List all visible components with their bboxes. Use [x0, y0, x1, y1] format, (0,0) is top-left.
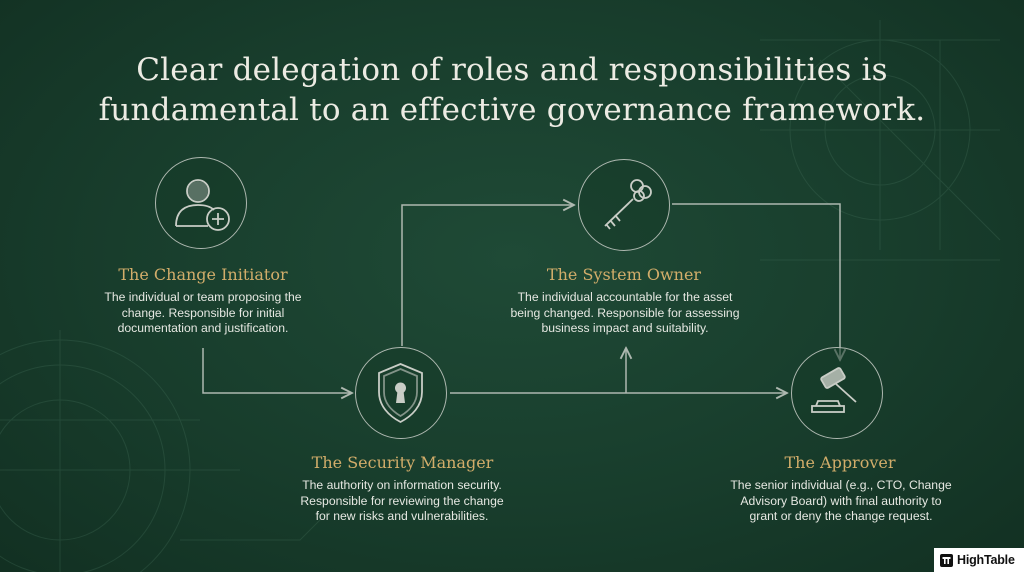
key-icon — [604, 179, 652, 230]
hightable-logo-icon — [940, 553, 953, 567]
shield-keyhole-icon — [378, 363, 423, 424]
approver-title: The Approver — [784, 453, 896, 472]
arrow-security-to-owner — [401, 205, 574, 346]
headline: Clear delegation of roles and responsibi… — [60, 50, 964, 130]
system-owner-description: The individual accountable for the asset… — [510, 290, 740, 335]
brand-badge[interactable]: HighTable — [934, 548, 1024, 572]
security-manager-title: The Security Manager — [311, 453, 494, 472]
system-owner-title: The System Owner — [546, 265, 702, 284]
gavel-icon — [811, 367, 857, 413]
change-initiator-node — [155, 157, 247, 249]
headline-line-1: Clear delegation of roles and responsibi… — [136, 52, 888, 88]
approver-node — [791, 347, 883, 439]
system-owner-node — [578, 159, 670, 251]
change-initiator-title: The Change Initiator — [118, 265, 288, 284]
brand-name: HighTable — [957, 553, 1015, 567]
security-manager-description: The authority on information security. R… — [300, 478, 504, 523]
change-initiator-description: The individual or team proposing the cha… — [104, 290, 302, 335]
arrow-initiator-to-security — [202, 348, 352, 393]
arrow-owner-to-approver — [672, 203, 840, 360]
user-plus-icon — [175, 179, 230, 231]
security-manager-node — [355, 347, 447, 439]
approver-description: The senior individual (e.g., CTO, Change… — [730, 478, 952, 523]
headline-line-2: fundamental to an effective governance f… — [98, 92, 926, 128]
